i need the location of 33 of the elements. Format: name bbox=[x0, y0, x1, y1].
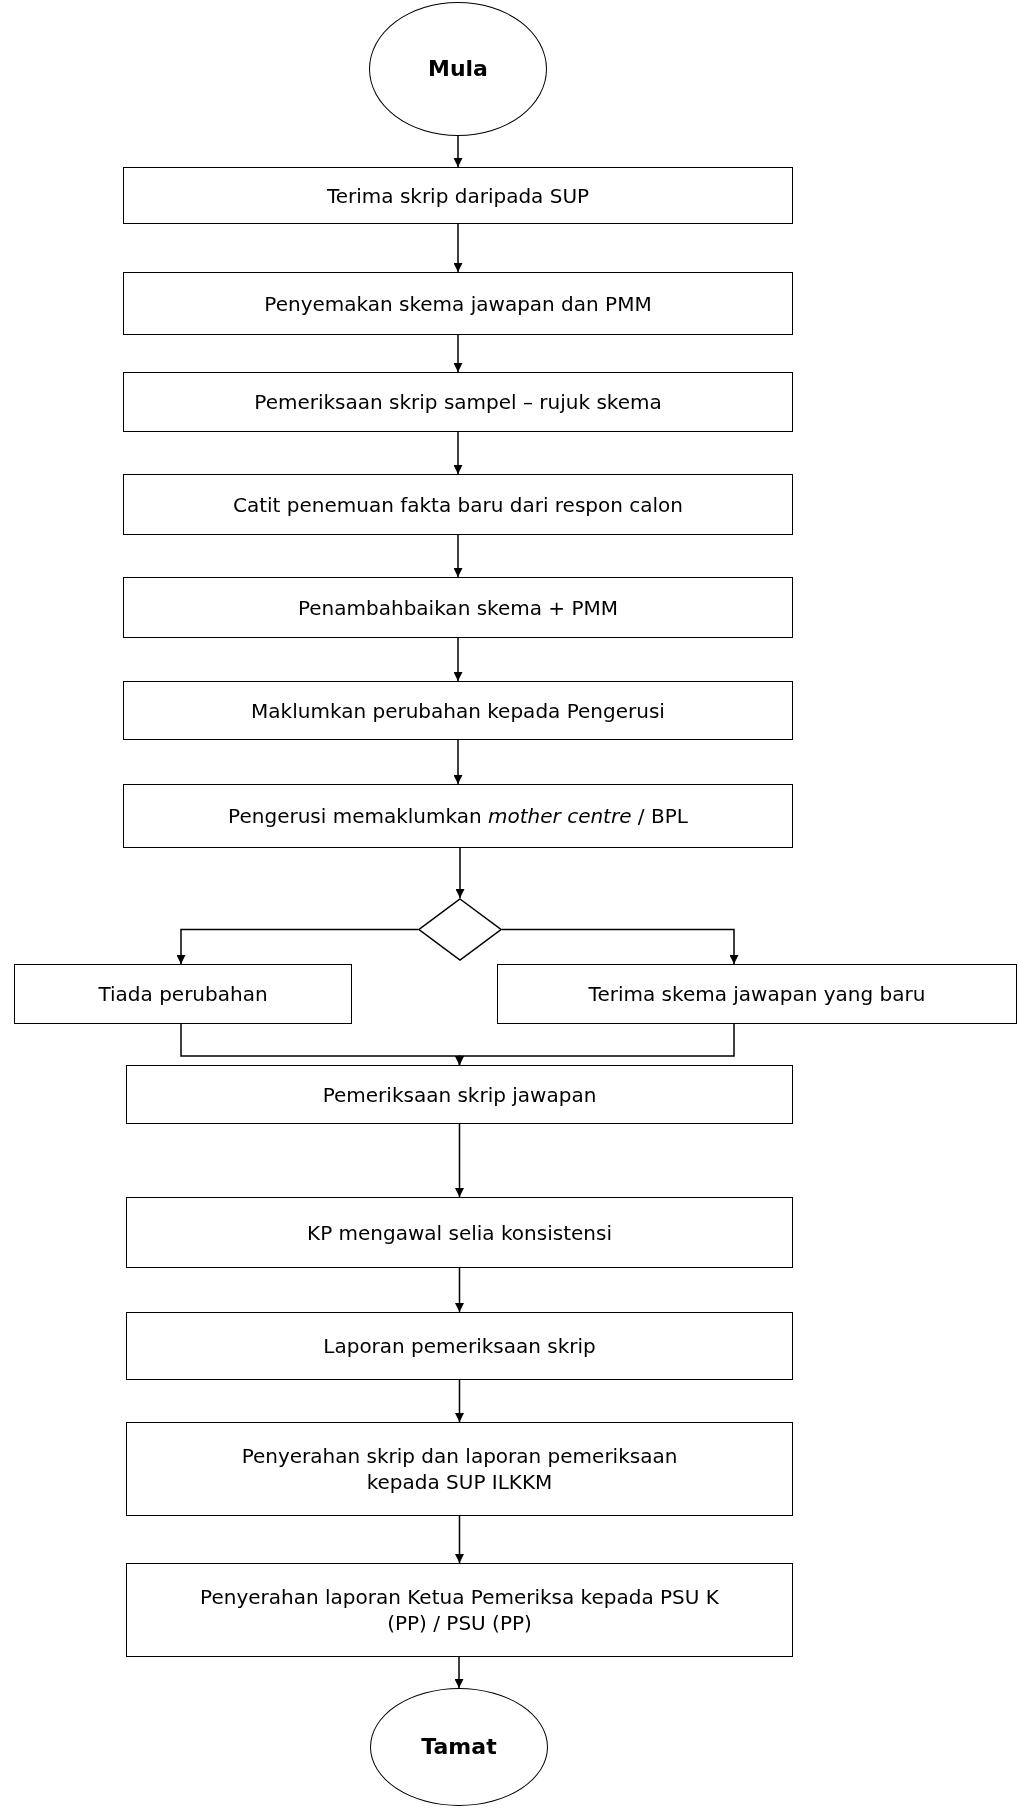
arrow bbox=[453, 135, 463, 168]
arrow bbox=[453, 223, 463, 273]
terminal-ellipse: Mula bbox=[369, 2, 547, 136]
process-box: Penyerahan skrip dan laporan pemeriksaan kepada SUP ILKKM bbox=[126, 1422, 793, 1516]
process-box: Pemeriksaan skrip sampel – rujuk skema bbox=[123, 372, 793, 432]
arrow bbox=[454, 1656, 464, 1689]
arrow bbox=[453, 534, 463, 578]
process-box: Penyemakan skema jawapan dan PMM bbox=[123, 272, 793, 335]
process-box: Laporan pemeriksaan skrip bbox=[126, 1312, 793, 1380]
process-box: Pemeriksaan skrip jawapan bbox=[126, 1065, 793, 1124]
process-box: Maklumkan perubahan kepada Pengerusi bbox=[123, 681, 793, 740]
process-box: KP mengawal selia konsistensi bbox=[126, 1197, 793, 1268]
process-box: Tiada perubahan bbox=[14, 964, 352, 1024]
arrow bbox=[501, 928, 739, 965]
arrow bbox=[455, 1379, 464, 1423]
arrow bbox=[455, 1023, 735, 1066]
arrow bbox=[453, 739, 463, 785]
arrow bbox=[455, 1267, 464, 1313]
process-box: Terima skrip daripada SUP bbox=[123, 167, 793, 224]
arrow bbox=[455, 1123, 464, 1198]
process-box: Penyerahan laporan Ketua Pemeriksa kepada PSU K (PP) / PSU (PP) bbox=[126, 1563, 793, 1657]
arrow bbox=[455, 847, 465, 899]
arrow bbox=[453, 431, 463, 475]
arrow bbox=[455, 1515, 464, 1564]
arrow bbox=[453, 334, 463, 373]
process-box: Pengerusi memaklumkan mother centre / BPL bbox=[123, 784, 793, 848]
decision-diamond bbox=[418, 898, 502, 961]
arrow bbox=[176, 928, 419, 965]
terminal-ellipse: Tamat bbox=[370, 1688, 548, 1806]
process-box: Catit penemuan fakta baru dari respon calon bbox=[123, 474, 793, 535]
arrow bbox=[453, 637, 463, 682]
process-box: Terima skema jawapan yang baru bbox=[497, 964, 1017, 1024]
process-box: Penambahbaikan skema + PMM bbox=[123, 577, 793, 638]
